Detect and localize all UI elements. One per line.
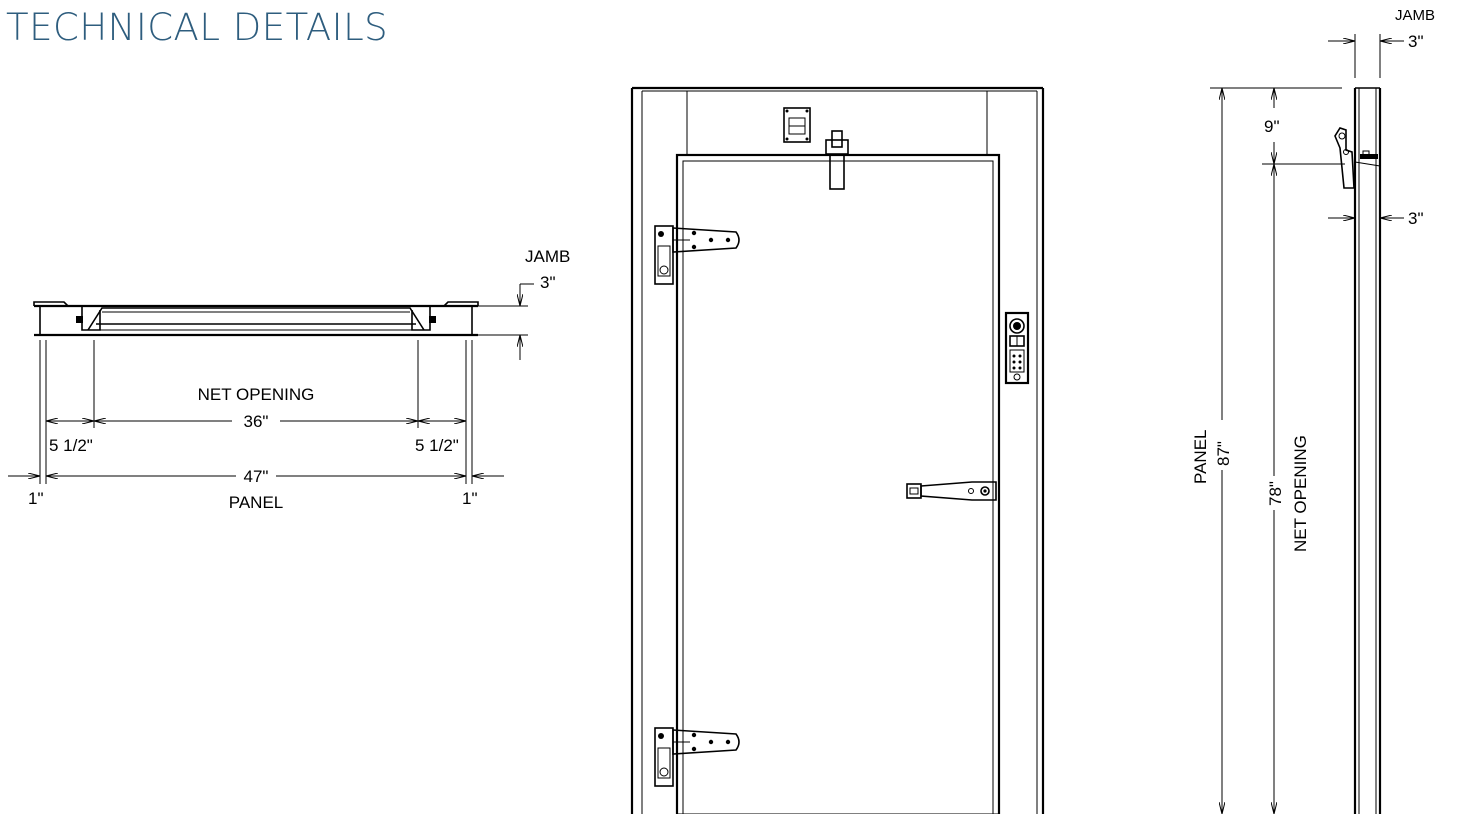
side-header-dimension: 9" (1264, 88, 1280, 164)
temperature-control-panel (1004, 311, 1030, 385)
plan-right-offset-dim: 5 1/2" (415, 436, 459, 455)
door-closer-hardware (783, 107, 849, 190)
front-elevation (630, 86, 1045, 814)
plan-panel-label: PANEL (229, 493, 284, 512)
side-section-geometry (1334, 87, 1382, 814)
plan-net-opening-dim: 36" (244, 412, 269, 431)
side-header-dim: 9" (1264, 117, 1280, 136)
plan-section-geometry (33, 301, 479, 337)
plan-view: JAMB 3" NET OPENING 36" 5 1/2" 5 1/2" (8, 247, 570, 512)
plan-panel-dim: 47" (244, 467, 269, 486)
plan-right-edge-dim: 1" (462, 489, 478, 508)
plan-left-offset-dim: 5 1/2" (49, 436, 93, 455)
plan-extension-lines (39, 340, 473, 484)
side-jamb-label: JAMB (1395, 7, 1435, 24)
side-section: JAMB 3" 3" 9" PANEL 87" (1191, 7, 1435, 814)
door-frame (630, 86, 1045, 814)
plan-jamb-label: JAMB (525, 247, 570, 266)
bottom-hinge (654, 727, 740, 787)
plan-panel-dimension: 47" PANEL 1" 1" (8, 467, 504, 512)
side-jamb-dimension: JAMB 3" (1328, 7, 1435, 78)
side-net-opening-dim: 78" (1266, 481, 1285, 506)
plan-jamb-dim: 3" (540, 273, 556, 292)
side-net-opening-dimension: 78" NET OPENING (1266, 164, 1310, 814)
door-handle (906, 481, 997, 501)
plan-jamb-dimension: JAMB 3" (478, 247, 570, 360)
side-net-opening-label: NET OPENING (1291, 435, 1310, 552)
side-panel-label: PANEL (1191, 430, 1210, 485)
side-panel-dimension: PANEL 87" (1191, 88, 1233, 814)
plan-left-edge-dim: 1" (28, 489, 44, 508)
page-title: TECHNICAL DETAILS (6, 6, 389, 49)
plan-net-opening-dimension: NET OPENING 36" 5 1/2" 5 1/2" (46, 385, 466, 455)
side-door-thickness-dimension: 3" (1328, 209, 1424, 228)
plan-net-opening-label: NET OPENING (198, 385, 315, 404)
side-panel-dim: 87" (1214, 441, 1233, 466)
top-hinge (654, 225, 740, 285)
side-jamb-top-dim: 3" (1408, 32, 1424, 51)
side-door-thickness-dim: 3" (1408, 209, 1424, 228)
door-slab (675, 153, 1001, 814)
